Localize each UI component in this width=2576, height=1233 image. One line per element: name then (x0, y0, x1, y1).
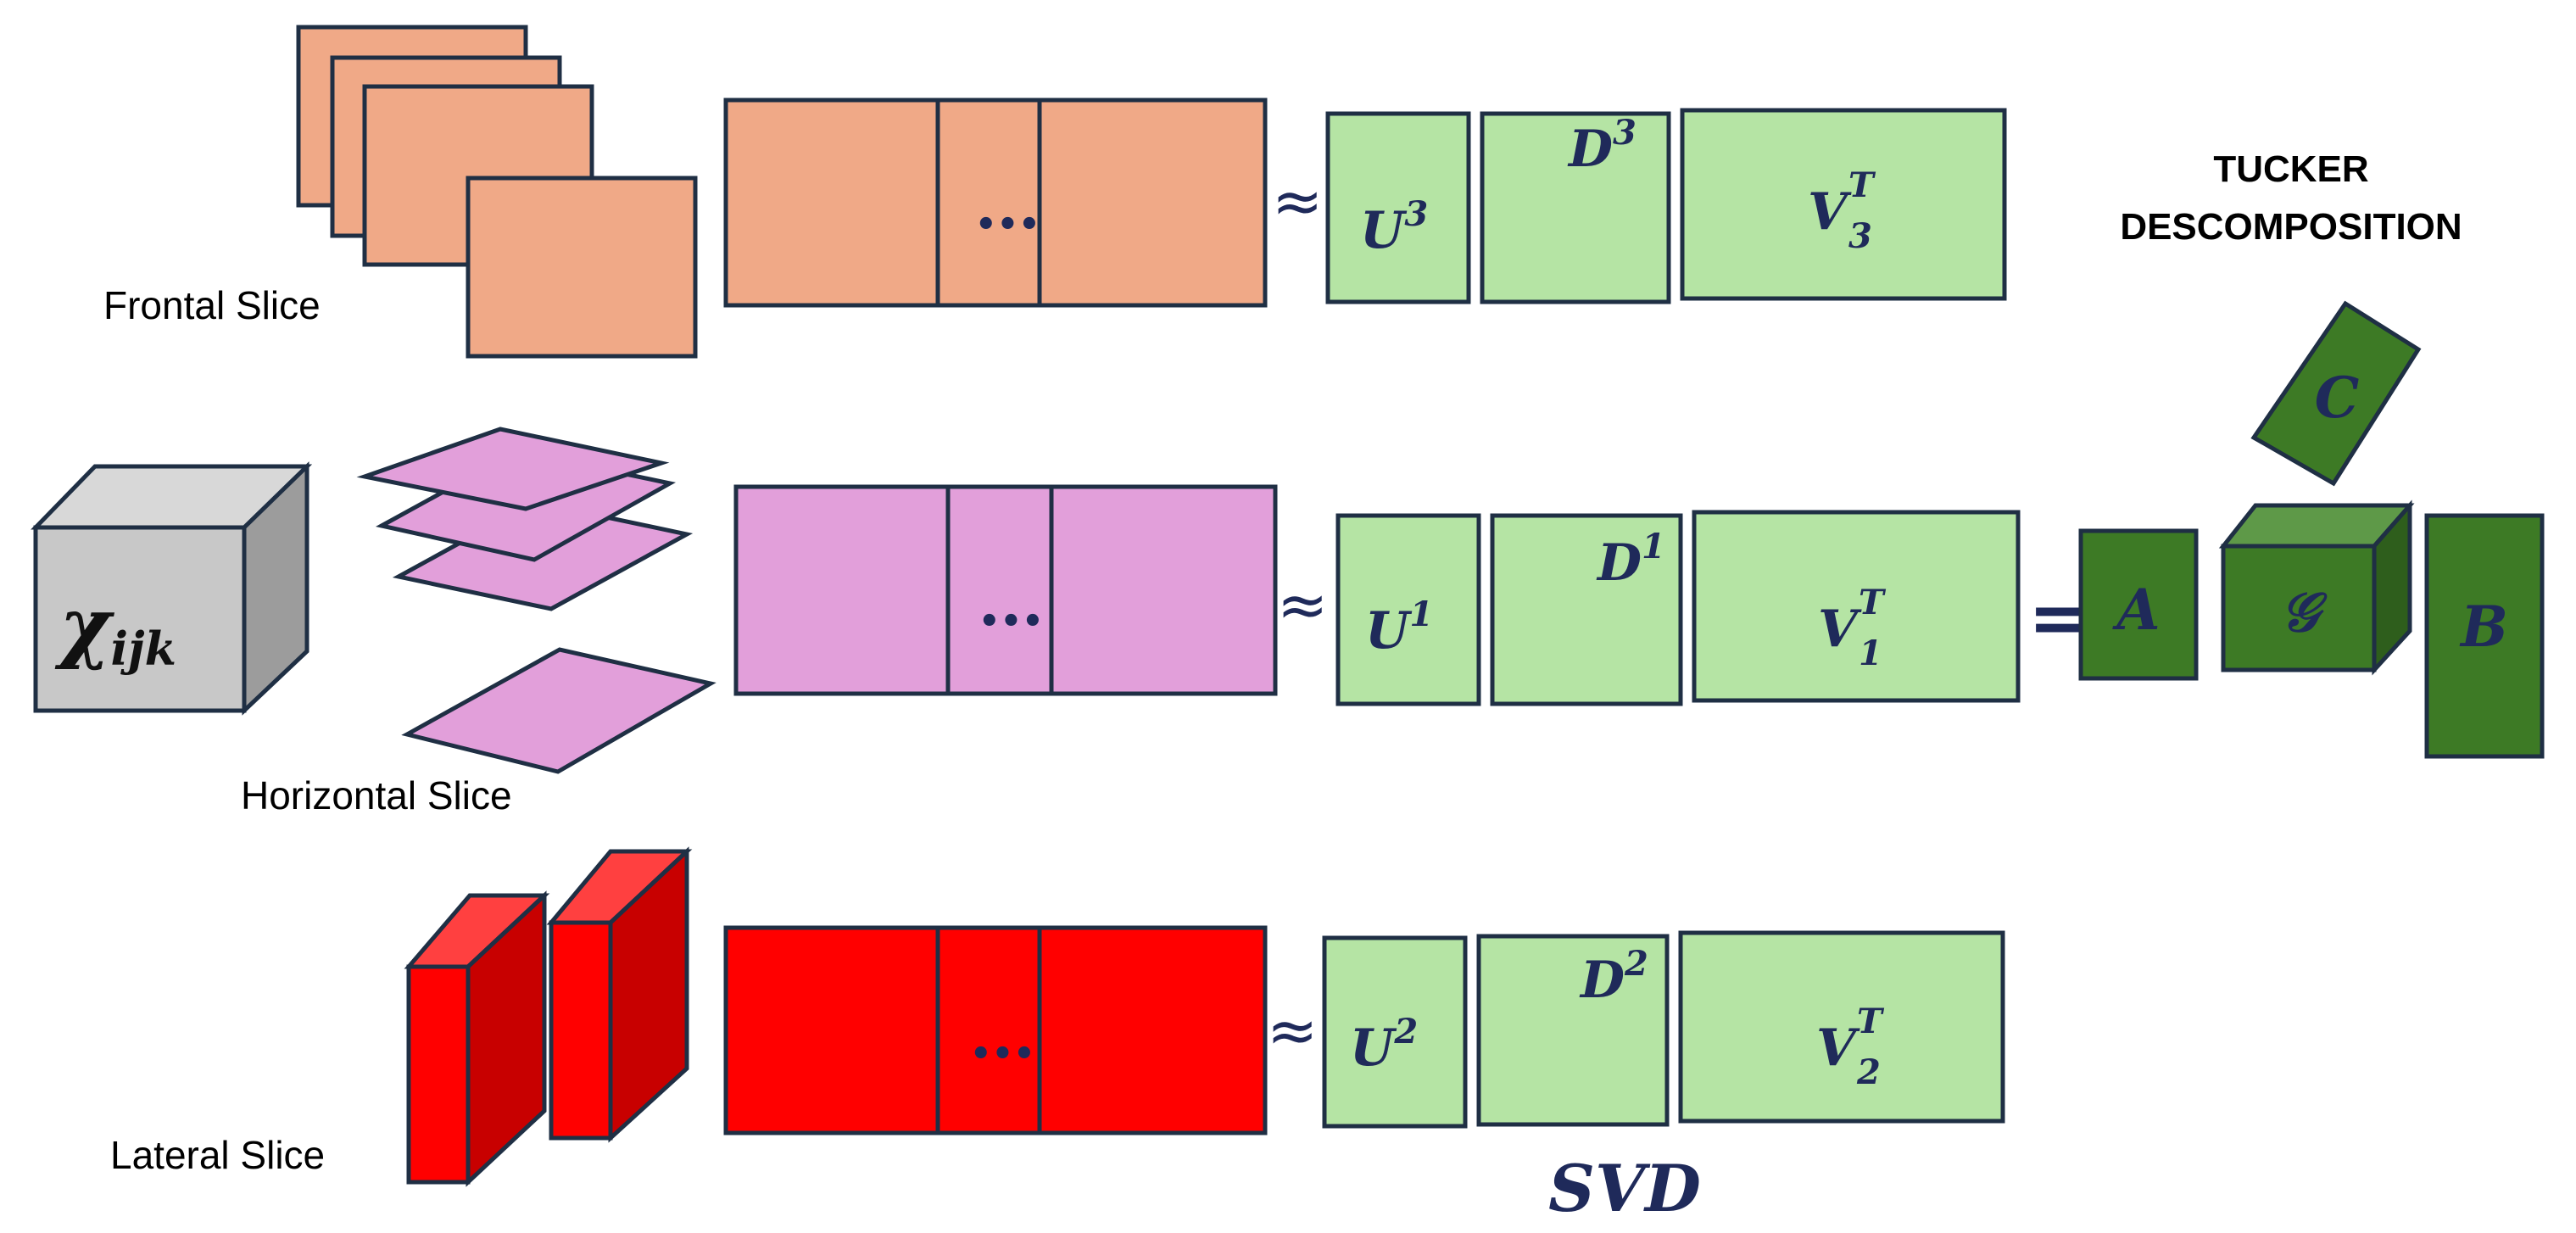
frontal-approx-symbol: ≈ (1272, 165, 1323, 237)
lateral-u-block (1322, 935, 1468, 1129)
tensor-cube (31, 461, 313, 716)
horizontal-u-symbol: U1 (1365, 594, 1433, 661)
tucker-factor-b: B (2424, 513, 2545, 759)
frontal-v-sup: T (1848, 165, 1876, 205)
lateral-d-block (1476, 934, 1670, 1127)
frontal-u-symbol: U3 (1360, 194, 1428, 260)
frontal-unfolded-matrix (723, 98, 1268, 308)
horizontal-svd-blocks (1335, 510, 2021, 706)
horizontal-v-block (1692, 510, 2021, 703)
lateral-d-symbol: D2 (1579, 944, 1648, 1010)
tucker-c-symbol: C (2315, 365, 2360, 431)
horizontal-v-sup: T (1859, 583, 1887, 622)
lateral-v-block (1678, 930, 2005, 1124)
lateral-slices-stack (404, 846, 693, 1187)
horizontal-v-symbol: V (1818, 600, 1862, 659)
horizontal-d-block (1490, 513, 1683, 706)
frontal-u-block (1325, 111, 1471, 304)
tucker-factor-c: C (2250, 300, 2422, 487)
horizontal-unfolded-matrix (733, 484, 1278, 696)
horizontal-u-block (1335, 513, 1481, 706)
frontal-v-sub: 3 (1848, 216, 1872, 256)
frontal-d-symbol: D3 (1567, 113, 1636, 179)
horizontal-slice-label: Horizontal Slice (241, 773, 512, 817)
tucker-factor-a: A (2078, 528, 2199, 681)
frontal-slices-stack (296, 25, 698, 359)
lateral-approx-symbol: ≈ (1267, 995, 1318, 1066)
tensor-symbol: χijk (54, 580, 176, 676)
lateral-unfolded-matrix (723, 925, 1268, 1135)
lateral-v-symbol: V (1816, 1018, 1860, 1078)
svd-label: SVD (1548, 1151, 1701, 1226)
frontal-slice-4 (466, 176, 698, 359)
lateral-svd-blocks (1322, 930, 2005, 1129)
horizontal-approx-symbol: ≈ (1277, 569, 1328, 640)
horizontal-slice-4 (401, 647, 716, 774)
frontal-svd-blocks (1325, 108, 2007, 304)
lateral-ellipsis: ••• (970, 1035, 1035, 1074)
lateral-slice-label: Lateral Slice (110, 1133, 325, 1177)
horizontal-slices-stack (356, 427, 716, 774)
frontal-v-block (1680, 108, 2007, 301)
frontal-v-symbol: V (1808, 182, 1852, 242)
horizontal-ellipsis: ••• (979, 602, 1044, 641)
lateral-u-symbol: U2 (1350, 1012, 1418, 1078)
frontal-slice-label: Frontal Slice (103, 283, 321, 327)
tucker-a-symbol: A (2111, 577, 2160, 643)
frontal-d-block (1480, 111, 1671, 304)
tucker-b-symbol: B (2459, 594, 2508, 660)
horizontal-d-symbol: D1 (1596, 527, 1665, 593)
horizontal-v-sub: 1 (1859, 633, 1882, 673)
frontal-ellipsis: ••• (975, 205, 1040, 244)
tucker-core-cube: 𝒢 (2218, 499, 2415, 676)
lateral-v-sub: 2 (1856, 1052, 1881, 1092)
horizontal-slice-1 (356, 427, 670, 511)
lateral-v-sup: T (1857, 1001, 1885, 1041)
tucker-title-line-2: DESCOMPOSITION (2120, 206, 2462, 248)
tucker-title-line-1: TUCKER (2213, 148, 2368, 190)
